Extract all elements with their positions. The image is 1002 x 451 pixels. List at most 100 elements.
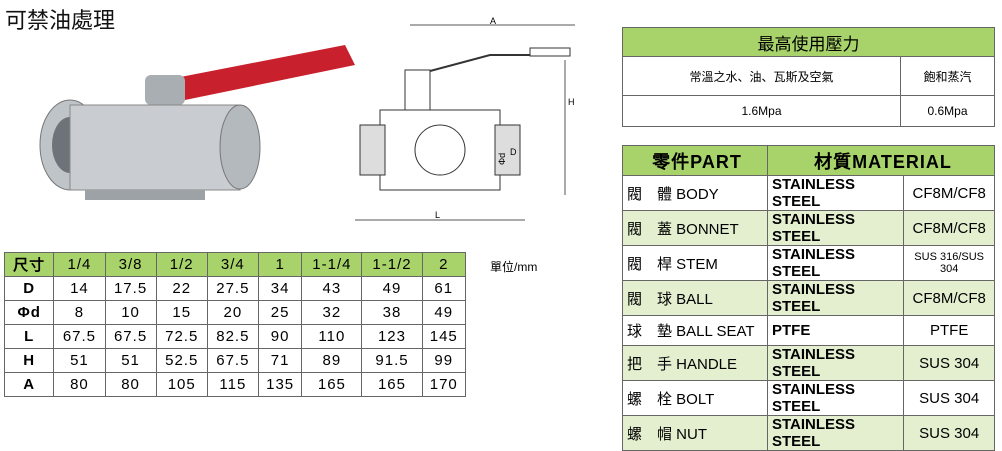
label-h: H [568, 97, 575, 107]
value-cell: 25 [257, 300, 303, 325]
grade: PTFE [903, 315, 995, 346]
row-header: D [3, 276, 55, 301]
value-cell: 72.5 [155, 324, 208, 349]
label-a: A [490, 16, 496, 26]
value-cell: 17.5 [104, 276, 157, 301]
value-cell: 89 [301, 348, 363, 373]
media-cell: 飽和蒸汽 [900, 56, 995, 96]
value-cell: 105 [155, 372, 208, 397]
label-phid: Φd [497, 153, 507, 165]
media-cell: 常溫之水、油、瓦斯及空氣 [621, 56, 902, 96]
row-header: H [3, 348, 55, 373]
valve-photo [39, 45, 355, 200]
pressure-value: 1.6Mpa [621, 95, 902, 127]
label-d: D [510, 147, 517, 157]
value-cell: 82.5 [206, 324, 259, 349]
value-cell: 90 [257, 324, 303, 349]
value-cell: 170 [421, 372, 467, 397]
value-cell: 34 [257, 276, 303, 301]
part-name: 閥 體 BODY [622, 175, 768, 211]
material: STAINLESS STEEL [766, 210, 905, 246]
value-cell: 110 [301, 324, 363, 349]
value-cell: 49 [421, 300, 467, 325]
part-name: 閥 球 BALL [622, 280, 768, 316]
material: STAINLESS STEEL [766, 245, 905, 281]
part-name: 把 手 HANDLE [622, 345, 768, 381]
value-cell: 49 [361, 276, 423, 301]
part-name: 閥 桿 STEM [622, 245, 768, 281]
header-cell: 1-1/2 [361, 252, 423, 277]
value-cell: 99 [421, 348, 467, 373]
value-cell: 165 [301, 372, 363, 397]
header-cell: 3/4 [206, 252, 259, 277]
value-cell: 15 [155, 300, 208, 325]
value-cell: 91.5 [361, 348, 423, 373]
header-cell: 1/2 [155, 252, 208, 277]
value-cell: 38 [361, 300, 423, 325]
material: STAINLESS STEEL [766, 380, 905, 416]
material: STAINLESS STEEL [766, 175, 905, 211]
pressure-value: 0.6Mpa [900, 95, 995, 127]
value-cell: 80 [104, 372, 157, 397]
value-cell: 20 [206, 300, 259, 325]
value-cell: 51 [53, 348, 106, 373]
header-cell: 2 [421, 252, 467, 277]
value-cell: 165 [361, 372, 423, 397]
grade: CF8M/CF8 [903, 175, 995, 211]
value-cell: 115 [206, 372, 259, 397]
material-header: 材質MATERIAL [767, 145, 995, 176]
header-cell: 3/8 [104, 252, 157, 277]
grade: SUS 304 [903, 380, 995, 416]
handle [165, 45, 355, 100]
table-header-row: 尺寸 1/4 3/8 1/2 3/4 1 1-1/4 1-1/2 2 [3, 252, 467, 277]
part-name: 球 墊 BALL SEAT [622, 315, 768, 346]
grade: SUS 316/SUS 304 [903, 245, 995, 281]
header-cell: 1 [257, 252, 303, 277]
row-header: Φd [3, 300, 55, 325]
header-cell: 1-1/4 [301, 252, 363, 277]
row-header: A [3, 372, 55, 397]
value-cell: 22 [155, 276, 208, 301]
part-header: 零件PART [622, 145, 768, 176]
value-cell: 32 [301, 300, 363, 325]
part-name: 螺 栓 BOLT [622, 380, 768, 416]
value-cell: 145 [421, 324, 467, 349]
grade: SUS 304 [903, 345, 995, 381]
label-l: L [435, 210, 440, 220]
value-cell: 71 [257, 348, 303, 373]
material: PTFE [766, 315, 905, 346]
part-name: 閥 蓋 BONNET [622, 210, 768, 246]
value-cell: 51 [104, 348, 157, 373]
row-header: L [3, 324, 55, 349]
value-cell: 123 [361, 324, 423, 349]
value-cell: 27.5 [206, 276, 259, 301]
grade: CF8M/CF8 [903, 280, 995, 316]
unit-label: 單位/mm [490, 260, 538, 274]
value-cell: 14 [53, 276, 106, 301]
pressure-title: 最高使用壓力 [622, 27, 995, 57]
value-cell: 10 [104, 300, 157, 325]
material: STAINLESS STEEL [766, 345, 905, 381]
value-cell: 135 [257, 372, 303, 397]
grade: CF8M/CF8 [903, 210, 995, 246]
value-cell: 67.5 [104, 324, 157, 349]
material: STAINLESS STEEL [766, 280, 905, 316]
value-cell: 67.5 [53, 324, 106, 349]
dimension-drawing: A H D Φd L [355, 16, 575, 221]
value-cell: 67.5 [206, 348, 259, 373]
value-cell: 43 [301, 276, 363, 301]
